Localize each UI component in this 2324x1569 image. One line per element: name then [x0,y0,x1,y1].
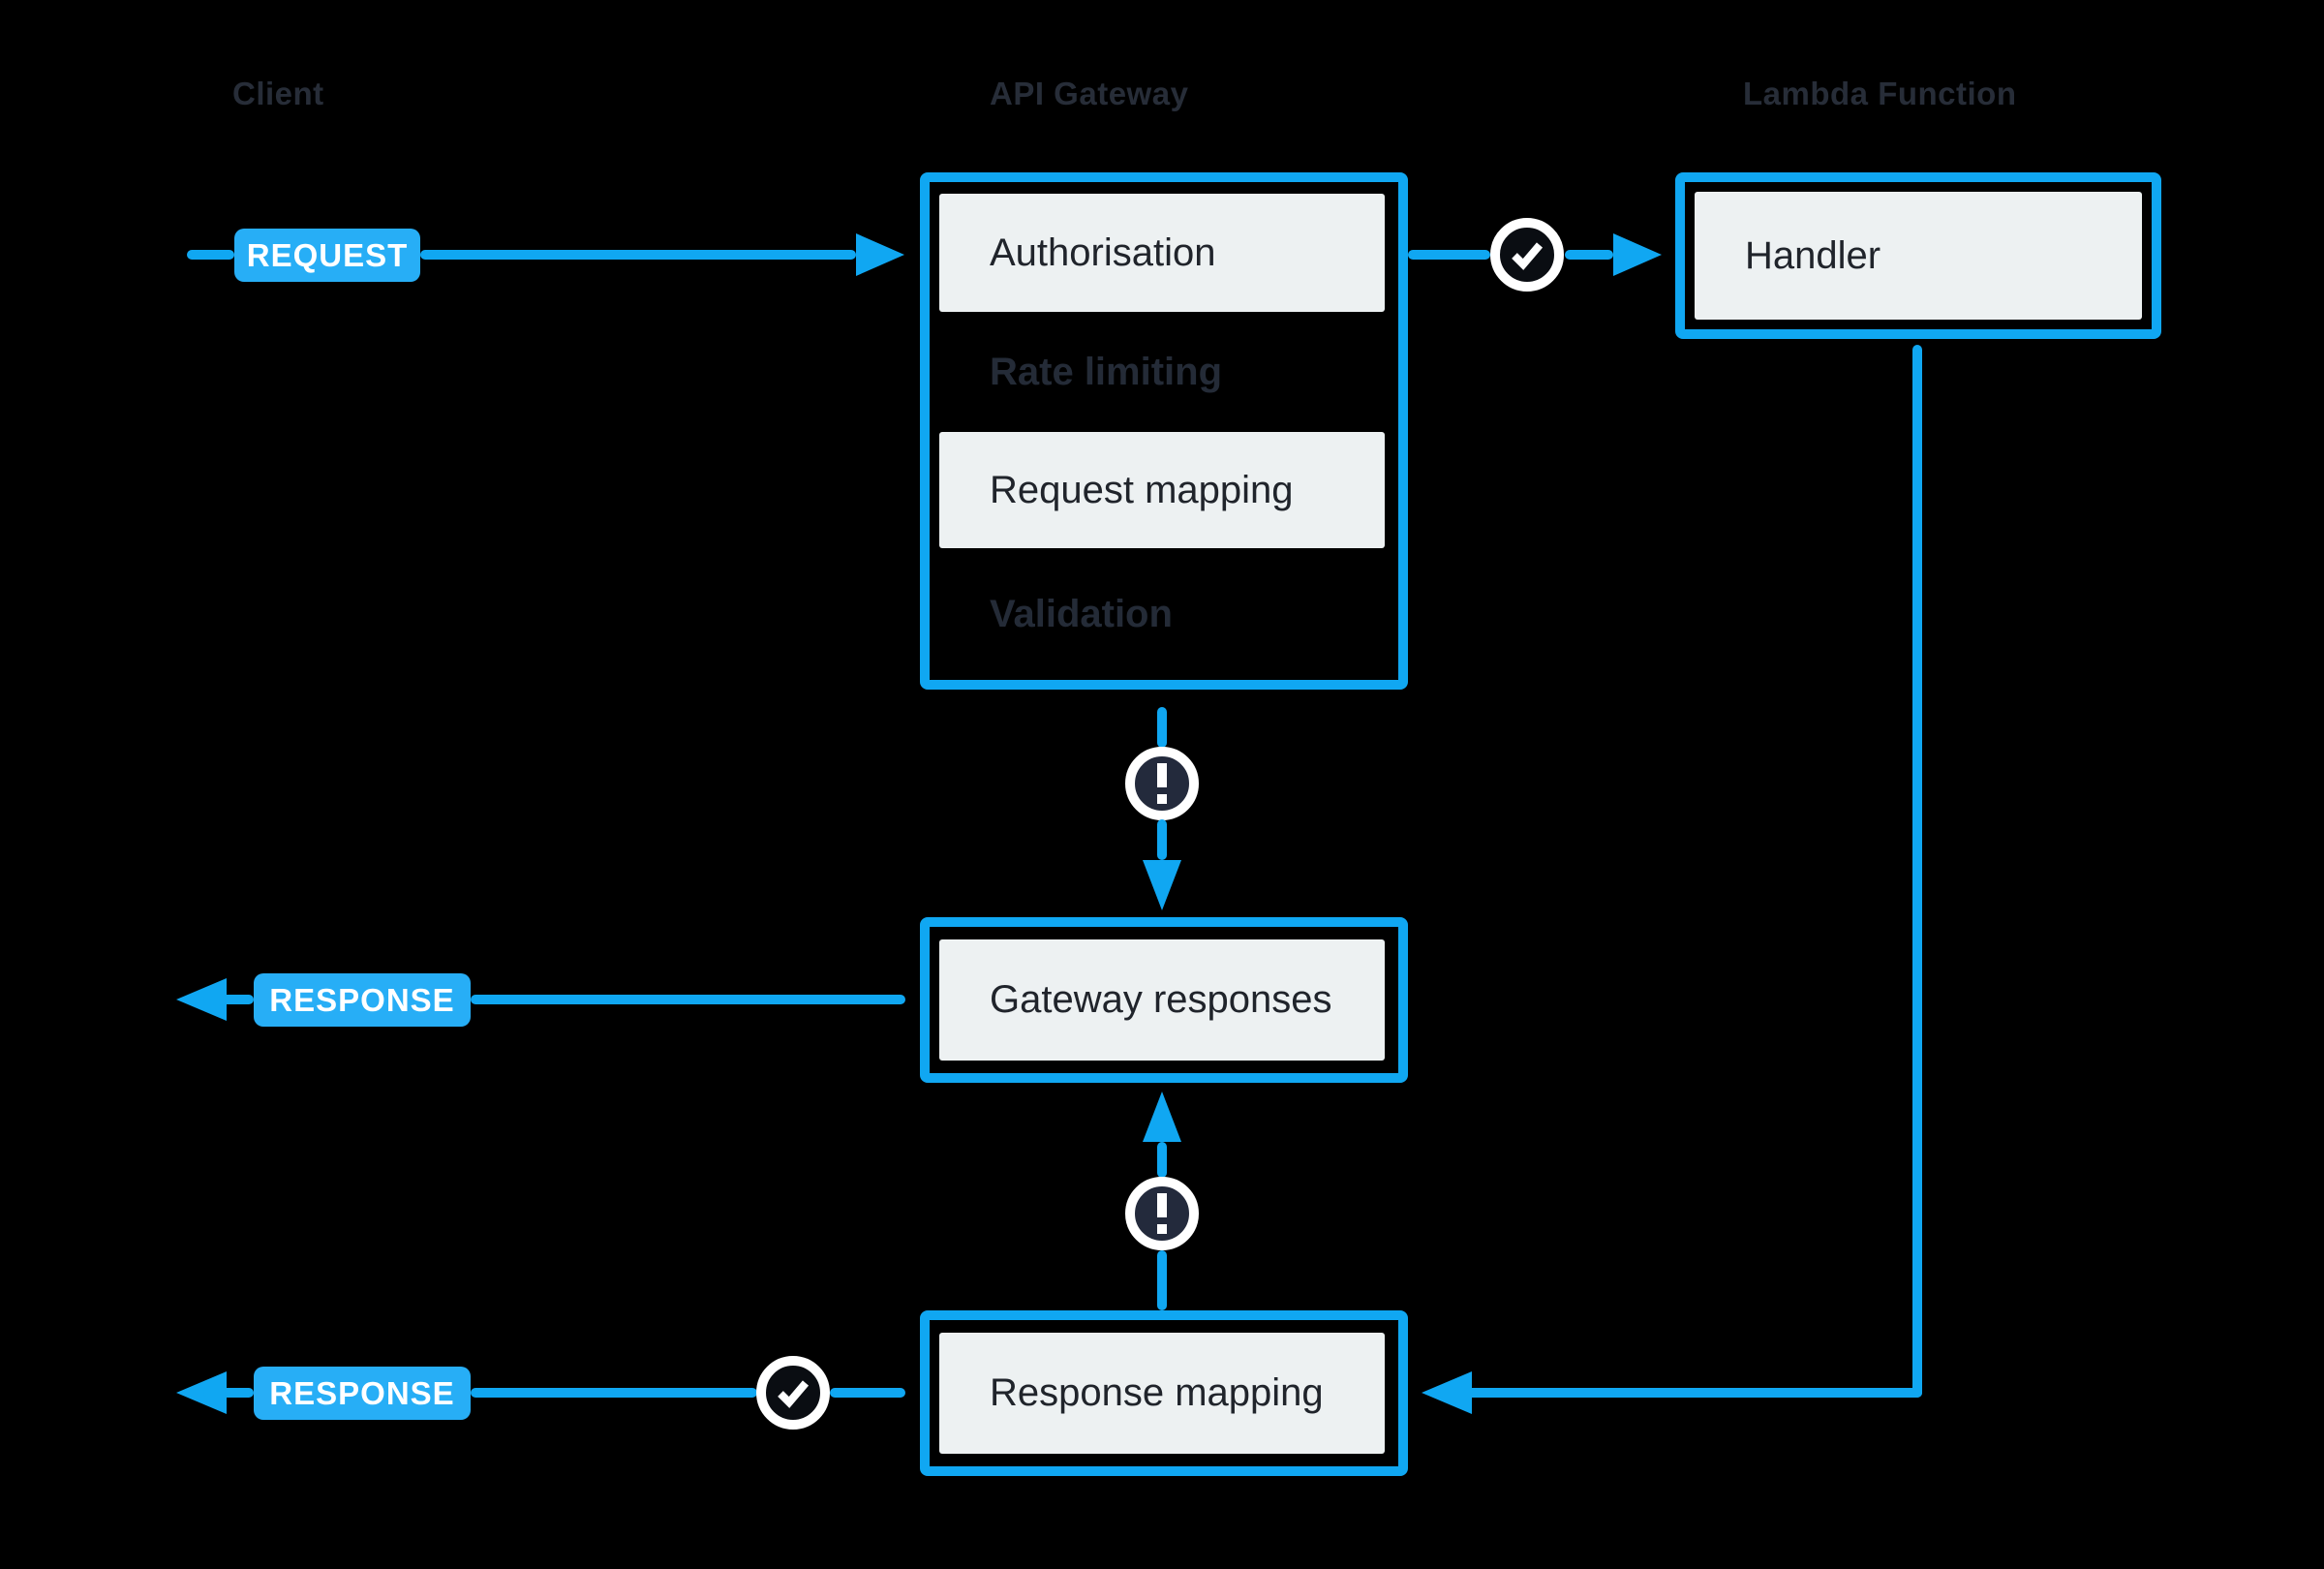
api-gateway-box [920,172,1408,690]
check-circle-icon [1490,218,1564,292]
arrowhead-down-icon [1143,860,1181,910]
handler-box [1675,172,2161,339]
error-flow-line-1 [1157,707,1167,748]
response-line-stub-bottom [203,1388,254,1398]
response-line-bottom-2 [830,1388,905,1398]
gateway-to-lambda-line-1 [1408,250,1490,260]
response-mapping-label: Response mapping [990,1371,1324,1414]
request-line [420,250,856,260]
error-flow-line-2 [1157,819,1167,860]
validation-step: Validation [990,593,1173,635]
request-badge: REQUEST [234,229,420,282]
checkmark-icon [1512,242,1544,270]
handler-panel: Handler [1695,192,2142,320]
check-circle-icon [756,1356,830,1430]
arrowhead-right-icon [856,233,904,276]
request-mapping-label: Request mapping [990,468,1294,511]
response-badge-bottom: RESPONSE [254,1367,471,1420]
exclamation-icon [1157,763,1167,804]
handler-return-vertical-line [1912,345,1922,1398]
exclamation-icon [1157,1193,1167,1234]
response-line-top [471,995,905,1004]
gateway-responses-box [920,917,1408,1083]
gateway-responses-panel: Gateway responses [939,939,1385,1061]
handler-return-horizontal-line [1462,1388,1922,1398]
column-header-api-gateway: API Gateway [990,76,1189,111]
request-mapping-step: Request mapping [939,432,1385,548]
request-line-stub [187,250,234,260]
authorisation-label: Authorisation [990,231,1216,274]
error-flow-up-line-2 [1157,1250,1167,1310]
gateway-to-lambda-line-2 [1565,250,1613,260]
gateway-responses-label: Gateway responses [990,978,1332,1021]
rate-limiting-step: Rate limiting [990,351,1223,393]
column-header-client: Client [232,76,324,111]
response-line-bottom-1 [471,1388,757,1398]
response-mapping-box [920,1310,1408,1476]
checkmark-icon [778,1380,810,1408]
arrowhead-up-icon [1143,1092,1181,1142]
response-badge-top: RESPONSE [254,973,471,1027]
error-flow-up-line-1 [1157,1142,1167,1178]
error-circle-icon [1125,747,1199,820]
arrowhead-left-icon [1422,1371,1472,1414]
authorisation-step: Authorisation [939,194,1385,312]
response-mapping-panel: Response mapping [939,1333,1385,1454]
response-line-stub [203,995,254,1004]
arrowhead-right-icon [1613,233,1662,276]
error-circle-icon [1125,1177,1199,1250]
column-header-lambda-function: Lambda Function [1743,76,2017,111]
handler-label: Handler [1745,233,1881,277]
